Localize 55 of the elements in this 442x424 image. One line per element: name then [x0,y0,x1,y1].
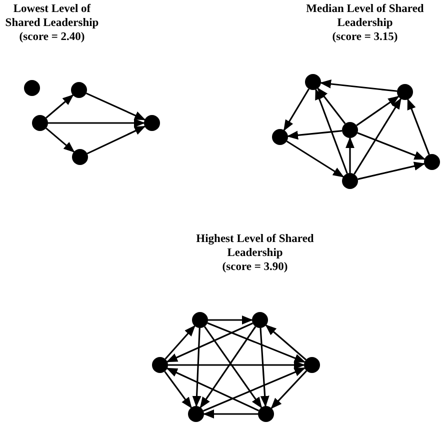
arrow [346,136,354,173]
score-label: (score = 3.90) [221,260,289,274]
panel-title: Median Level of Shared Leadership [305,2,425,30]
node-circle [424,154,440,170]
arrow [270,370,308,409]
node-circle [188,406,204,422]
arrow [286,140,344,178]
arrow [315,88,348,174]
arrow [46,128,75,153]
arrow [86,126,146,154]
node-circle [71,82,87,98]
node-circle [304,357,320,373]
node-circle [342,122,358,138]
node-circle [397,84,413,100]
arrow [286,130,342,140]
node-circle [272,129,288,145]
arrow [356,96,400,126]
arrow [358,162,426,180]
panel-title: Lowest Level of Shared Leadership [4,2,100,30]
node-circle [32,115,48,131]
arrow [86,92,146,120]
arrow [207,322,306,363]
arrow [166,322,254,362]
arrow [200,326,256,408]
arrow [203,367,306,412]
node-circle [252,312,268,328]
arrow [164,325,196,360]
arrow [48,118,146,128]
node-circle [305,74,321,90]
node-circle [152,357,168,373]
arrow [202,410,258,418]
node-circle [342,173,358,189]
node-circle [144,115,160,131]
arrow [46,94,74,118]
node-circle [192,312,208,328]
score-label: (score = 3.15) [331,30,399,44]
arrow [166,368,260,412]
node-circle [24,80,40,96]
arrow [357,132,426,160]
arrow [265,324,306,360]
score-label: (score = 2.40) [18,30,86,44]
arrow [260,328,270,408]
arrow [283,88,310,132]
arrow [204,326,262,408]
arrow [317,87,346,124]
panel-title: Highest Level of Shared Leadership [195,232,315,260]
arrow [320,80,398,92]
arrow [354,98,402,175]
arrow [164,370,192,408]
arrow [208,316,254,324]
arrow [407,98,430,155]
arrow [168,360,306,370]
arrow [192,328,202,408]
node-circle [258,406,274,422]
node-circle [72,149,88,165]
